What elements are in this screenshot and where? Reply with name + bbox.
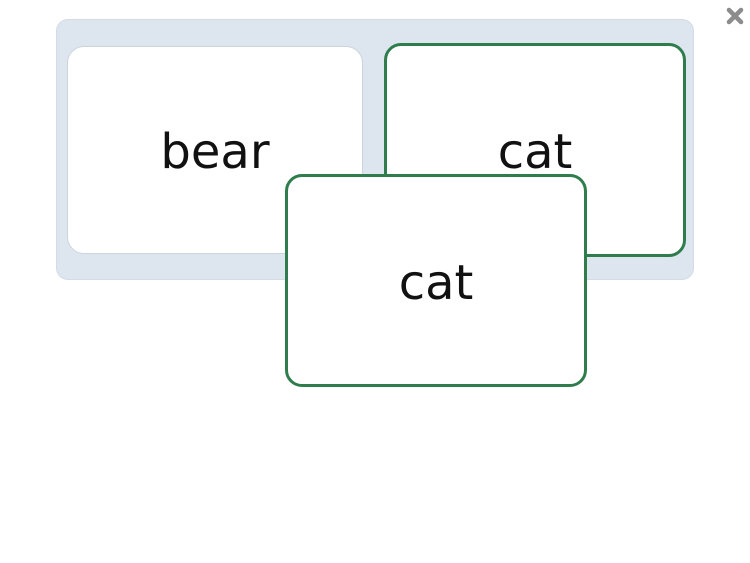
card-word: cat	[398, 254, 474, 311]
close-icon	[726, 7, 744, 25]
word-card-bear[interactable]: bear	[67, 46, 363, 254]
dragged-card-cat[interactable]: cat	[285, 174, 587, 387]
close-button[interactable]	[725, 6, 745, 26]
card-word: bear	[160, 124, 270, 180]
card-word: cat	[497, 124, 573, 180]
